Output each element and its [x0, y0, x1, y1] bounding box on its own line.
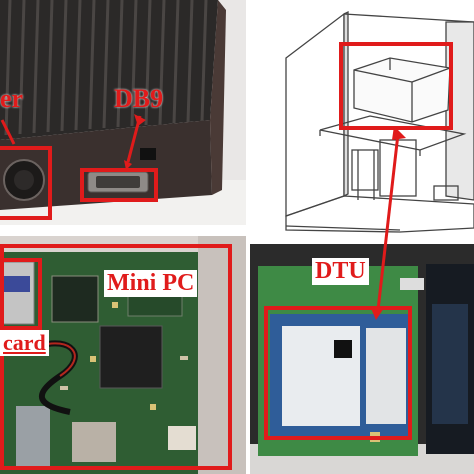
sd-card-label-partial: card: [0, 330, 49, 356]
power-port-highlight-box: [0, 146, 52, 220]
mini-pc-highlight-box: [0, 244, 232, 470]
dtu-photo-panel: DTU: [250, 244, 474, 474]
power-label-partial: er: [0, 84, 24, 113]
db9-label: DB9: [114, 84, 164, 113]
power-arrow: [0, 119, 16, 145]
dtu-highlight-box: [264, 306, 412, 440]
enclosure-drawing-panel: [250, 0, 474, 240]
mini-pc-label: Mini PC: [104, 270, 198, 297]
db9-highlight-box: [80, 168, 158, 202]
dtu-label: DTU: [312, 258, 369, 285]
dtu-drawing-highlight-box: [339, 42, 453, 130]
enclosure-photo: [0, 0, 246, 225]
enclosure-photo-panel: er DB9: [0, 0, 246, 225]
db9-arrow: [124, 114, 146, 170]
mini-pc-photo-panel: Mini PC card: [0, 236, 246, 474]
sd-card-highlight-box: [0, 258, 42, 330]
dtu-correspondence-arrow: [370, 126, 406, 320]
enclosure-line-drawing: [285, 10, 474, 233]
